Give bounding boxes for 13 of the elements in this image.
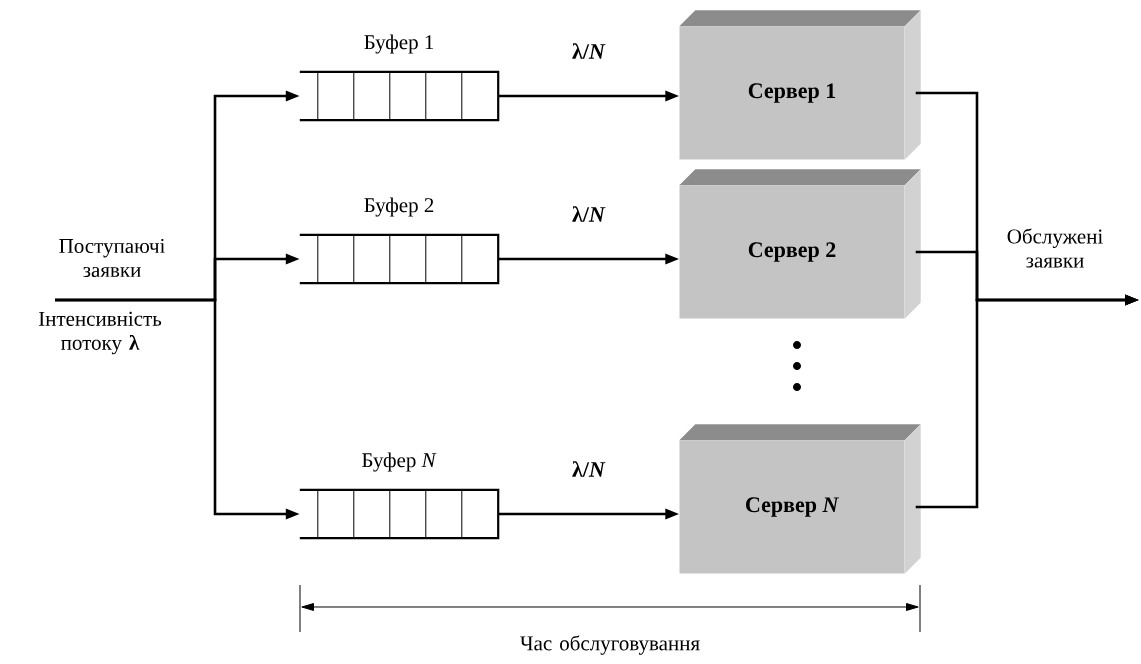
edge-label: λ/N <box>571 205 607 223</box>
text-label: Поступаючі заявки <box>59 238 165 278</box>
queue-buffer: Буфер 1 <box>299 34 500 122</box>
edge-label: λ/N <box>571 460 607 478</box>
text-label: Час обслуговування <box>520 635 700 655</box>
text-label: Обслужені заявки <box>1007 228 1103 268</box>
text-label: Інтенсивність потоку λ <box>38 311 162 355</box>
queue-buffer: Буфер 2 <box>299 197 500 285</box>
edge-label: λ/N <box>571 42 607 60</box>
server-block: Сервер 1 <box>679 10 921 160</box>
queue-buffer: Буфер N <box>299 452 500 540</box>
server-block: Сервер 2 <box>679 169 921 319</box>
server-block: Сервер N <box>679 424 921 574</box>
